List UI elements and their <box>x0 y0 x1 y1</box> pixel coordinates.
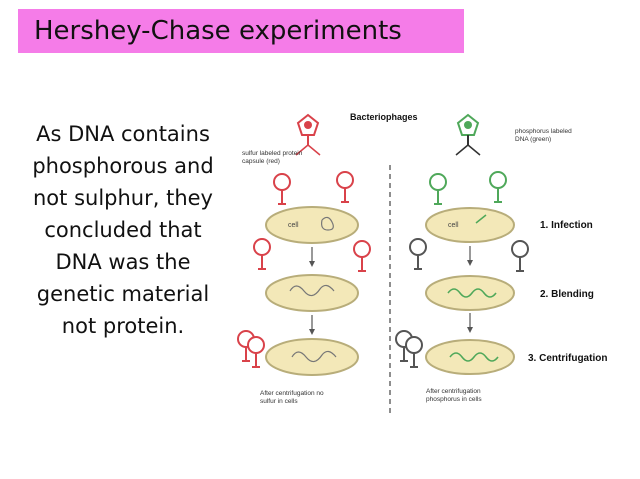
dna-squiggle <box>321 216 334 231</box>
hershey-chase-diagram: Bacteriophages sulfur labeled protein ca… <box>237 112 607 415</box>
conclusion-line: DNA was the <box>55 250 191 274</box>
green-phage-icon <box>489 171 507 203</box>
conclusion-line: phosphorous and <box>32 154 214 178</box>
diagram-header: Bacteriophages <box>350 112 418 122</box>
conclusion-text: As DNA contains phosphorous and not sulp… <box>14 118 232 342</box>
cell-right-centrifugation <box>425 339 515 375</box>
left-phage-label-1: sulfur labeled protein <box>242 150 303 157</box>
left-phage-label-2: capsule (red) <box>242 158 280 165</box>
empty-phage-icon <box>511 240 529 272</box>
cell-left-blending <box>265 274 359 312</box>
dna-strand <box>475 214 487 224</box>
step-centrifugation: 3. Centrifugation <box>528 353 607 364</box>
arrow-head <box>467 327 473 333</box>
conclusion-line: genetic material <box>36 282 210 306</box>
empty-phage-icon <box>405 336 423 368</box>
cell-left-infection <box>265 206 359 244</box>
step-infection: 1. Infection <box>540 220 593 231</box>
red-phage-icon <box>253 238 271 270</box>
cell-label: cell <box>288 222 299 229</box>
arrow-head <box>309 261 315 267</box>
empty-phage-icon <box>409 238 427 270</box>
cell-right-blending <box>425 275 515 311</box>
left-result-line-1: After centrifugation no <box>260 390 324 397</box>
arrow-head <box>467 260 473 266</box>
step-blending: 2. Blending <box>540 289 594 300</box>
right-result-line-2: phosphorus in cells <box>426 396 482 403</box>
red-phage-icon <box>336 171 354 203</box>
slide-title: Hershey-Chase experiments <box>34 16 402 46</box>
dna-strand <box>447 288 497 298</box>
dna-strand <box>449 352 499 362</box>
red-phage-icon <box>353 240 371 272</box>
conclusion-line: concluded that <box>44 218 202 242</box>
cell-label: cell <box>448 222 459 229</box>
dna-squiggle <box>291 350 337 363</box>
title-banner: Hershey-Chase experiments <box>18 9 464 53</box>
red-phage-icon <box>247 336 265 368</box>
red-phage-icon <box>273 173 291 205</box>
right-phage-label-1: phosphorus labeled <box>515 128 572 135</box>
cell-right-infection <box>425 207 515 243</box>
right-phage-label-2: DNA (green) <box>515 136 551 143</box>
green-phage-top-icon <box>455 113 481 156</box>
conclusion-line: not sulphur, they <box>33 186 213 210</box>
right-result-line-1: After centrifugation <box>426 388 481 395</box>
red-phage-top-icon <box>295 113 321 156</box>
cell-left-centrifugation <box>265 338 359 376</box>
green-phage-icon <box>429 173 447 205</box>
conclusion-line: not protein. <box>61 314 185 338</box>
arrow-head <box>309 329 315 335</box>
dna-squiggle <box>289 284 335 297</box>
conclusion-line: As DNA contains <box>36 122 210 146</box>
left-result-line-2: sulfur in cells <box>260 398 298 405</box>
